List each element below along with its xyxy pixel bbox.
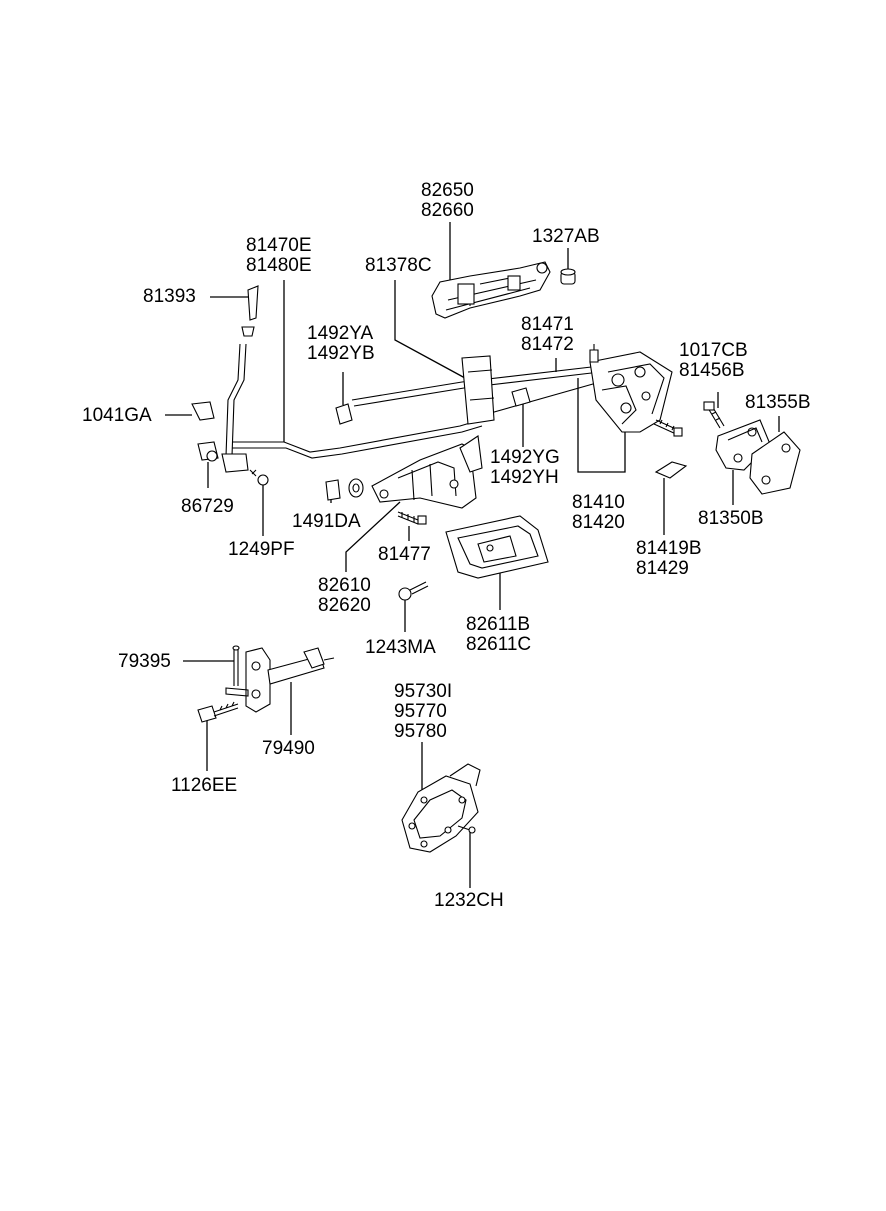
part-number: 82611C — [466, 634, 532, 655]
clip-lower — [511, 387, 531, 407]
part-number: 81420 — [572, 512, 625, 533]
part-number: 95770 — [394, 701, 447, 722]
clip — [191, 401, 215, 421]
part-number: 82660 — [421, 200, 474, 221]
clip-upper — [335, 403, 353, 425]
callout-1243MA: 1243MA — [365, 638, 436, 658]
part-number: 81419B — [636, 538, 702, 559]
checker-bolt — [197, 701, 239, 723]
callout-1249PF: 1249PF — [228, 540, 295, 560]
part-number: 86729 — [181, 496, 234, 517]
checker-pin — [232, 645, 240, 686]
callout-1232CH: 1232CH — [434, 891, 504, 911]
part-number: 1492YH — [490, 467, 559, 488]
part-number: 82611B — [466, 614, 531, 635]
part-number: 81350B — [698, 508, 764, 529]
lock-actuator — [401, 763, 481, 853]
lock-rod — [221, 343, 483, 473]
part-number: 1491DA — [292, 511, 361, 532]
latch-bolt — [653, 419, 683, 437]
part-number: 82620 — [318, 595, 371, 616]
callout-81477: 81477 — [378, 545, 431, 565]
part-number: 81393 — [143, 286, 196, 307]
part-number: 81472 — [521, 334, 574, 355]
part-number: 1492YB — [307, 343, 375, 364]
door-checker — [225, 647, 335, 713]
part-number: 81410 — [572, 492, 625, 513]
callout-1491DA: 1491DA — [292, 512, 361, 532]
part-number: 95780 — [394, 721, 447, 742]
caution-label — [654, 461, 688, 479]
part-number: 1492YG — [490, 447, 560, 468]
part-number: 1243MA — [365, 637, 436, 658]
part-number: 79395 — [118, 651, 171, 672]
part-number: 1017CB — [679, 340, 748, 361]
lock-knob — [241, 285, 259, 337]
outside-handle — [431, 261, 551, 319]
screw-1243 — [398, 581, 429, 601]
part-number: 81355B — [745, 392, 811, 413]
striker-shim — [749, 431, 801, 495]
grommet — [560, 268, 576, 285]
part-number: 81477 — [378, 544, 431, 565]
part-number: 1492YA — [307, 323, 374, 344]
callout-86729: 86729 — [181, 497, 234, 517]
part-number: 79490 — [262, 738, 315, 759]
part-number: 82650 — [421, 180, 474, 201]
part-number: 1041GA — [82, 405, 152, 426]
callout-81378C: 81378C — [365, 256, 432, 276]
part-number: 1126EE — [171, 775, 238, 796]
callout-1126EE: 1126EE — [171, 776, 237, 796]
part-number: 81471 — [521, 314, 574, 335]
part-number: 81470E — [246, 235, 312, 256]
part-number: 95730I — [394, 681, 453, 702]
callout-1041GA: 1041GA — [82, 406, 152, 426]
part-number: 81480E — [246, 255, 312, 276]
part-number: 1327AB — [532, 226, 600, 247]
callout-79490: 79490 — [262, 739, 315, 759]
screw-81477 — [397, 511, 427, 525]
callout-81393: 81393 — [143, 287, 196, 307]
part-number: 81378C — [365, 255, 432, 276]
rod-clip — [197, 441, 219, 462]
part-number: 81456B — [679, 360, 745, 381]
screw-1249 — [249, 469, 269, 486]
door-latch — [589, 344, 673, 433]
callout-79395: 79395 — [118, 652, 171, 672]
part-number: 1249PF — [228, 539, 295, 560]
screw-1232 — [457, 825, 476, 834]
part-number: 1232CH — [434, 890, 504, 911]
callout-81355B: 81355B — [745, 393, 811, 413]
inside-handle — [445, 515, 549, 579]
callout-1327AB: 1327AB — [532, 227, 600, 247]
inside-handle-bracket — [371, 435, 483, 509]
rod-guide — [351, 355, 601, 425]
part-number: 82610 — [318, 575, 371, 596]
clip-1491 — [325, 478, 364, 501]
part-number: 81429 — [636, 558, 689, 579]
callout-81350B: 81350B — [698, 509, 764, 529]
